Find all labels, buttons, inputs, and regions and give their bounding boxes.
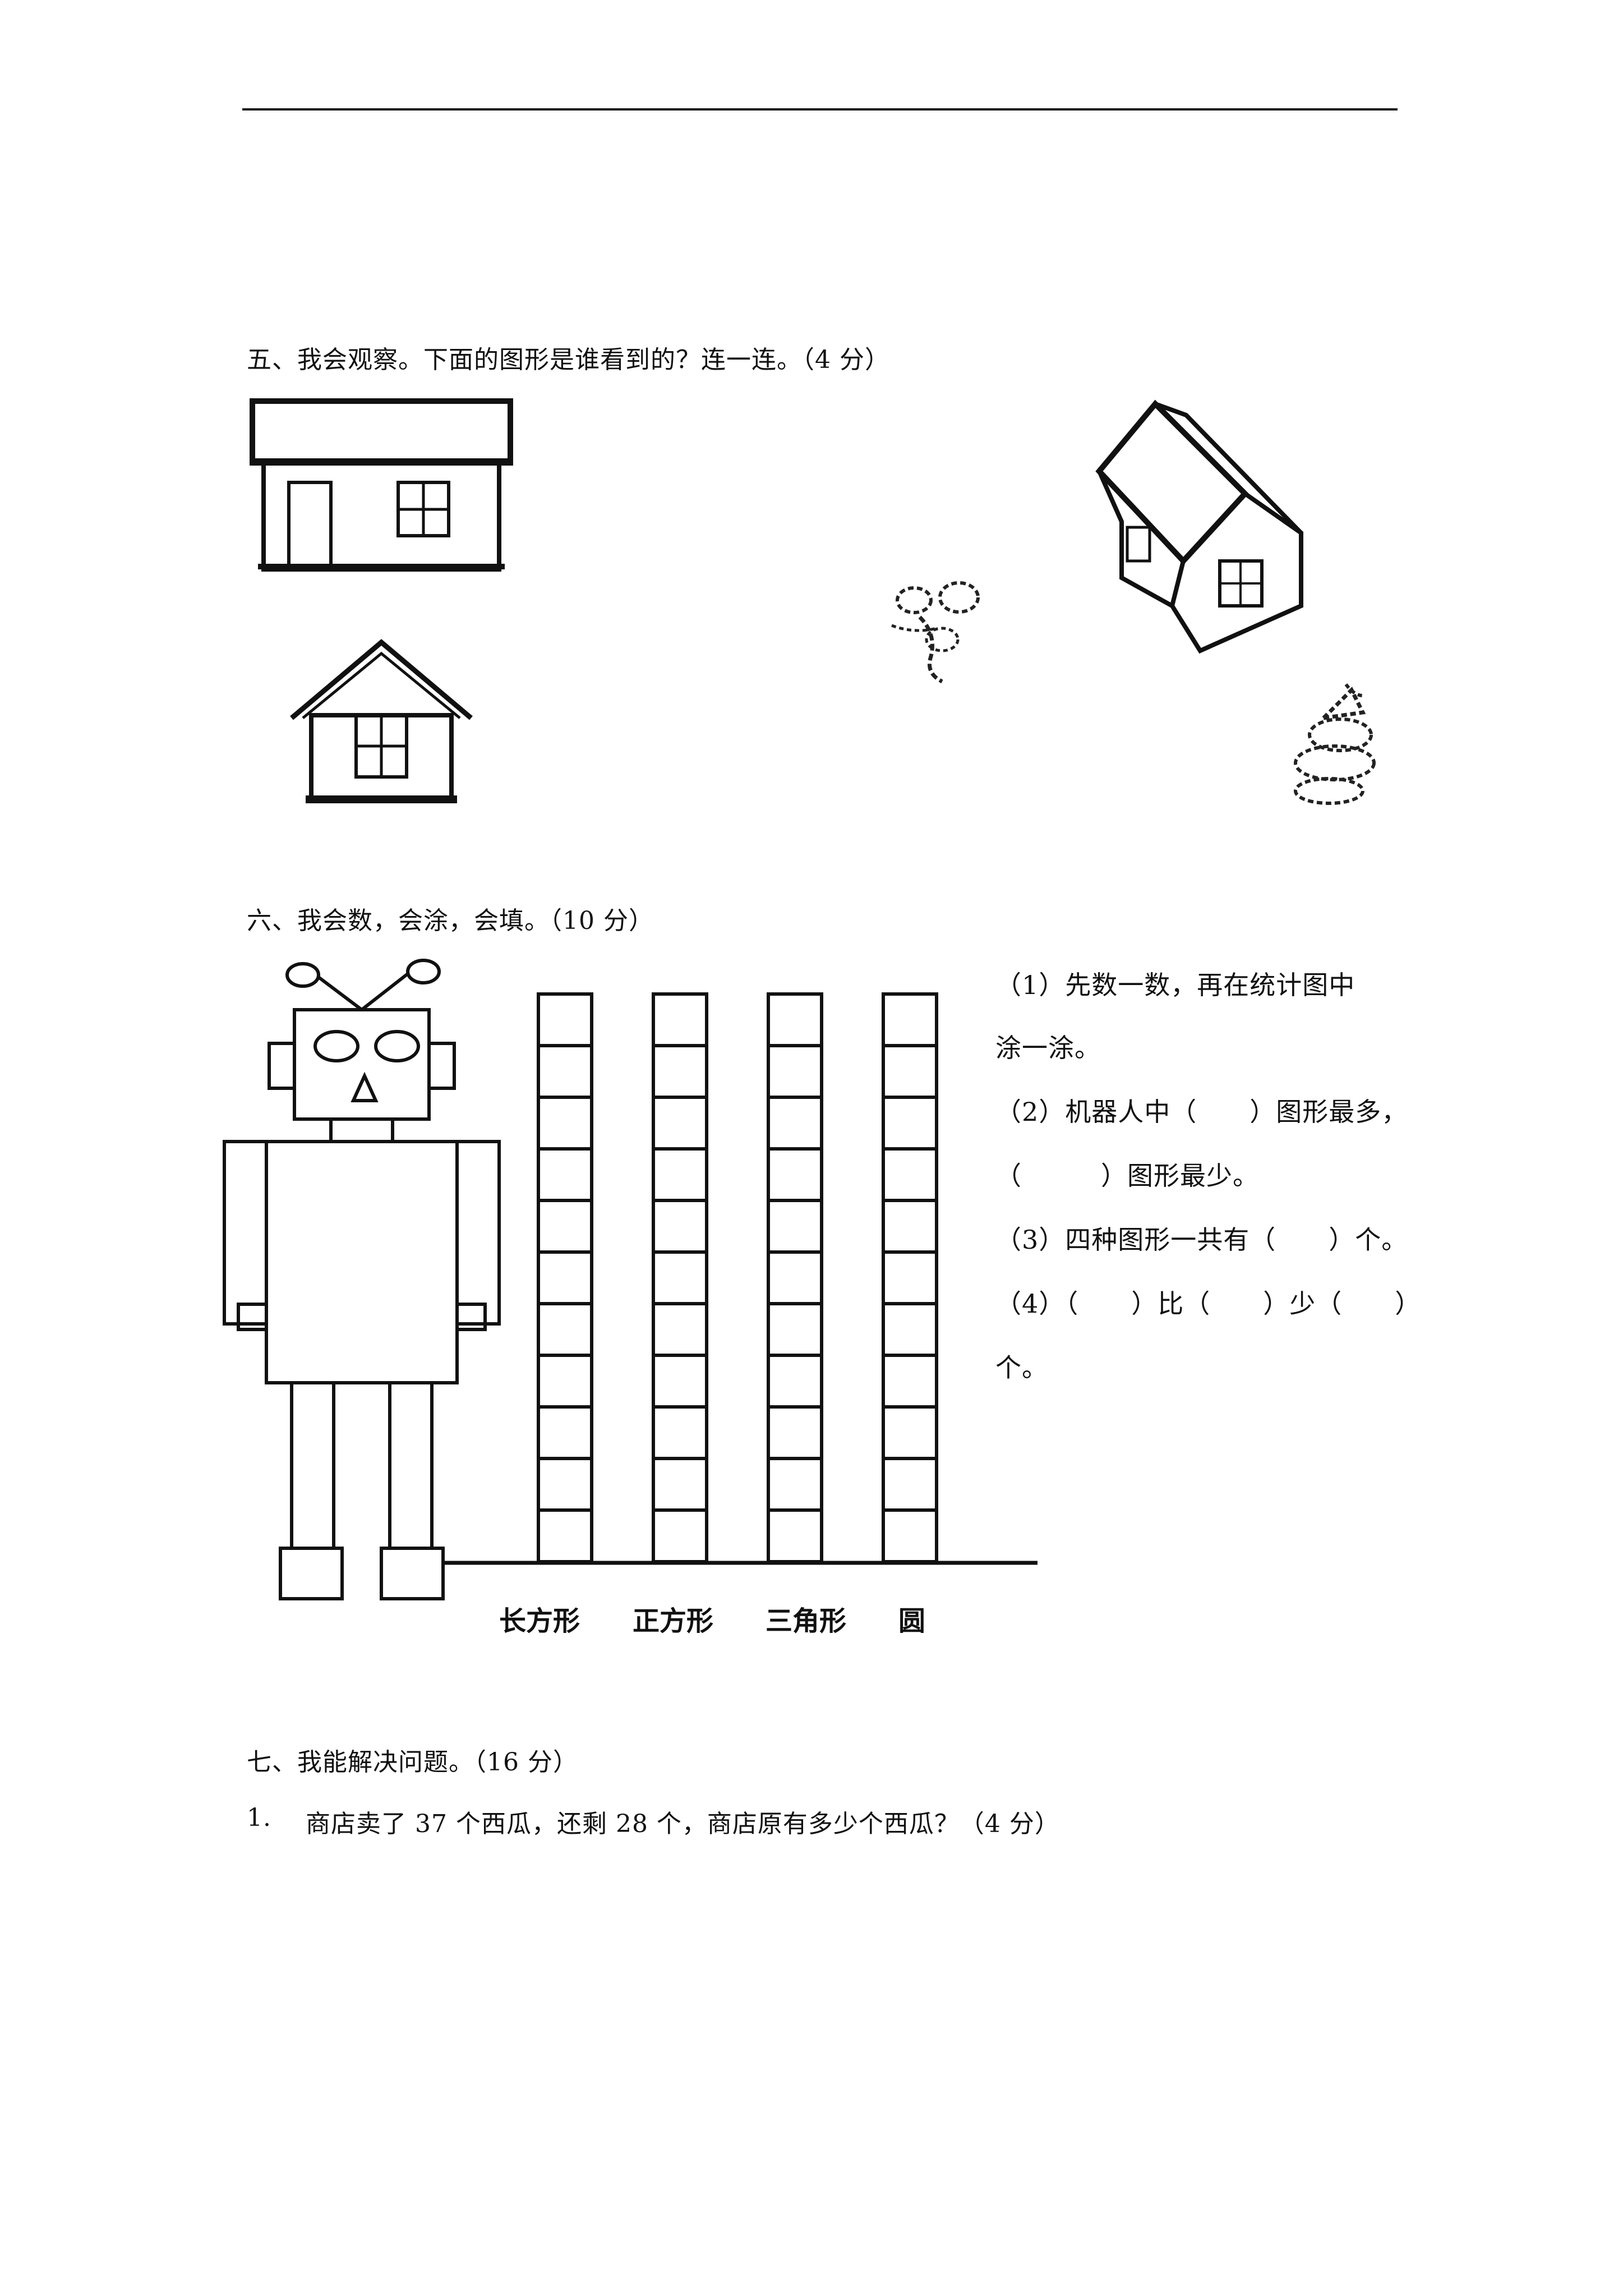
grid-cell[interactable] (537, 1096, 593, 1151)
house-front-view (250, 398, 513, 572)
grid-cell[interactable] (537, 1508, 593, 1563)
grid-cell[interactable] (767, 1508, 823, 1563)
grid-cell[interactable] (652, 1302, 708, 1357)
grid-cell[interactable] (767, 1044, 823, 1099)
grid-cell[interactable] (652, 1508, 708, 1563)
section5-heading: 五、我会观察。下面的图形是谁看到的？连一连。（4 分） (247, 346, 890, 374)
question-4-line-1: （4）（ ）比（ ）少（ ） (995, 1289, 1422, 1319)
grid-cell[interactable] (767, 1457, 823, 1512)
header-rule (242, 108, 1398, 111)
section6-heading: 六、我会数，会涂，会填。（10 分） (247, 907, 654, 935)
grid-cell[interactable] (767, 1199, 823, 1254)
grid-cell[interactable] (882, 1147, 938, 1202)
axis-label-triangle: 三角形 (766, 1605, 847, 1637)
grid-cell[interactable] (767, 1354, 823, 1409)
grid-cell[interactable] (882, 1302, 938, 1357)
child-figure-icon (1294, 683, 1376, 805)
grid-cell[interactable] (882, 1405, 938, 1460)
child-figure-icon (891, 581, 980, 684)
question-2-line-1: （2）机器人中（ ）图形最多， (995, 1097, 1408, 1127)
grid-cell[interactable] (767, 1405, 823, 1460)
grid-cell[interactable] (767, 1302, 823, 1357)
axis-label-square: 正方形 (633, 1605, 714, 1637)
question-1-line-2: 涂一涂。 (995, 1033, 1101, 1063)
grid-cell[interactable] (652, 1405, 708, 1460)
question-4-line-2: 个。 (995, 1352, 1048, 1383)
grid-cell[interactable] (652, 1096, 708, 1151)
problem-1-number: 1. (247, 1803, 271, 1832)
house-3d-view (1095, 399, 1303, 654)
grid-cell[interactable] (537, 1457, 593, 1512)
grid-cell[interactable] (652, 1044, 708, 1099)
grid-cell[interactable] (767, 1096, 823, 1151)
grid-cell[interactable] (652, 1457, 708, 1512)
grid-cell[interactable] (882, 1508, 938, 1563)
grid-cell[interactable] (537, 1405, 593, 1460)
grid-cell[interactable] (537, 992, 593, 1047)
section7-heading: 七、我能解决问题。（16 分） (247, 1748, 578, 1777)
grid-cell[interactable] (537, 1250, 593, 1305)
grid-cell[interactable] (882, 1096, 938, 1151)
statistics-grid-chart (443, 992, 1038, 1565)
grid-cell[interactable] (882, 1199, 938, 1254)
grid-cell[interactable] (652, 1250, 708, 1305)
grid-cell[interactable] (882, 1354, 938, 1409)
house-side-view (290, 639, 473, 803)
grid-cell[interactable] (767, 1147, 823, 1202)
grid-cell[interactable] (767, 1250, 823, 1305)
axis-label-rectangle: 长方形 (499, 1605, 580, 1637)
grid-cell[interactable] (652, 1354, 708, 1409)
grid-cell[interactable] (537, 1354, 593, 1409)
question-2-line-2: （ ）图形最少。 (995, 1161, 1259, 1191)
grid-cell[interactable] (882, 1044, 938, 1099)
grid-cell[interactable] (537, 1044, 593, 1099)
question-1-line-1: （1）先数一数，再在统计图中 (995, 970, 1355, 1000)
axis-label-circle: 圆 (898, 1605, 926, 1637)
robot-figure (223, 959, 501, 1600)
grid-cell[interactable] (537, 1302, 593, 1357)
grid-cell[interactable] (652, 1147, 708, 1202)
grid-cell[interactable] (652, 1199, 708, 1254)
grid-cell[interactable] (882, 1457, 938, 1512)
question-3: （3）四种图形一共有（ ）个。 (995, 1225, 1408, 1255)
grid-cell[interactable] (537, 1147, 593, 1202)
grid-cell[interactable] (882, 992, 938, 1047)
grid-cell[interactable] (652, 992, 708, 1047)
grid-cell[interactable] (882, 1250, 938, 1305)
grid-cell[interactable] (767, 992, 823, 1047)
problem-1-text: 商店卖了 37 个西瓜，还剩 28 个，商店原有多少个西瓜？（4 分） (306, 1810, 1060, 1838)
grid-cell[interactable] (537, 1199, 593, 1254)
